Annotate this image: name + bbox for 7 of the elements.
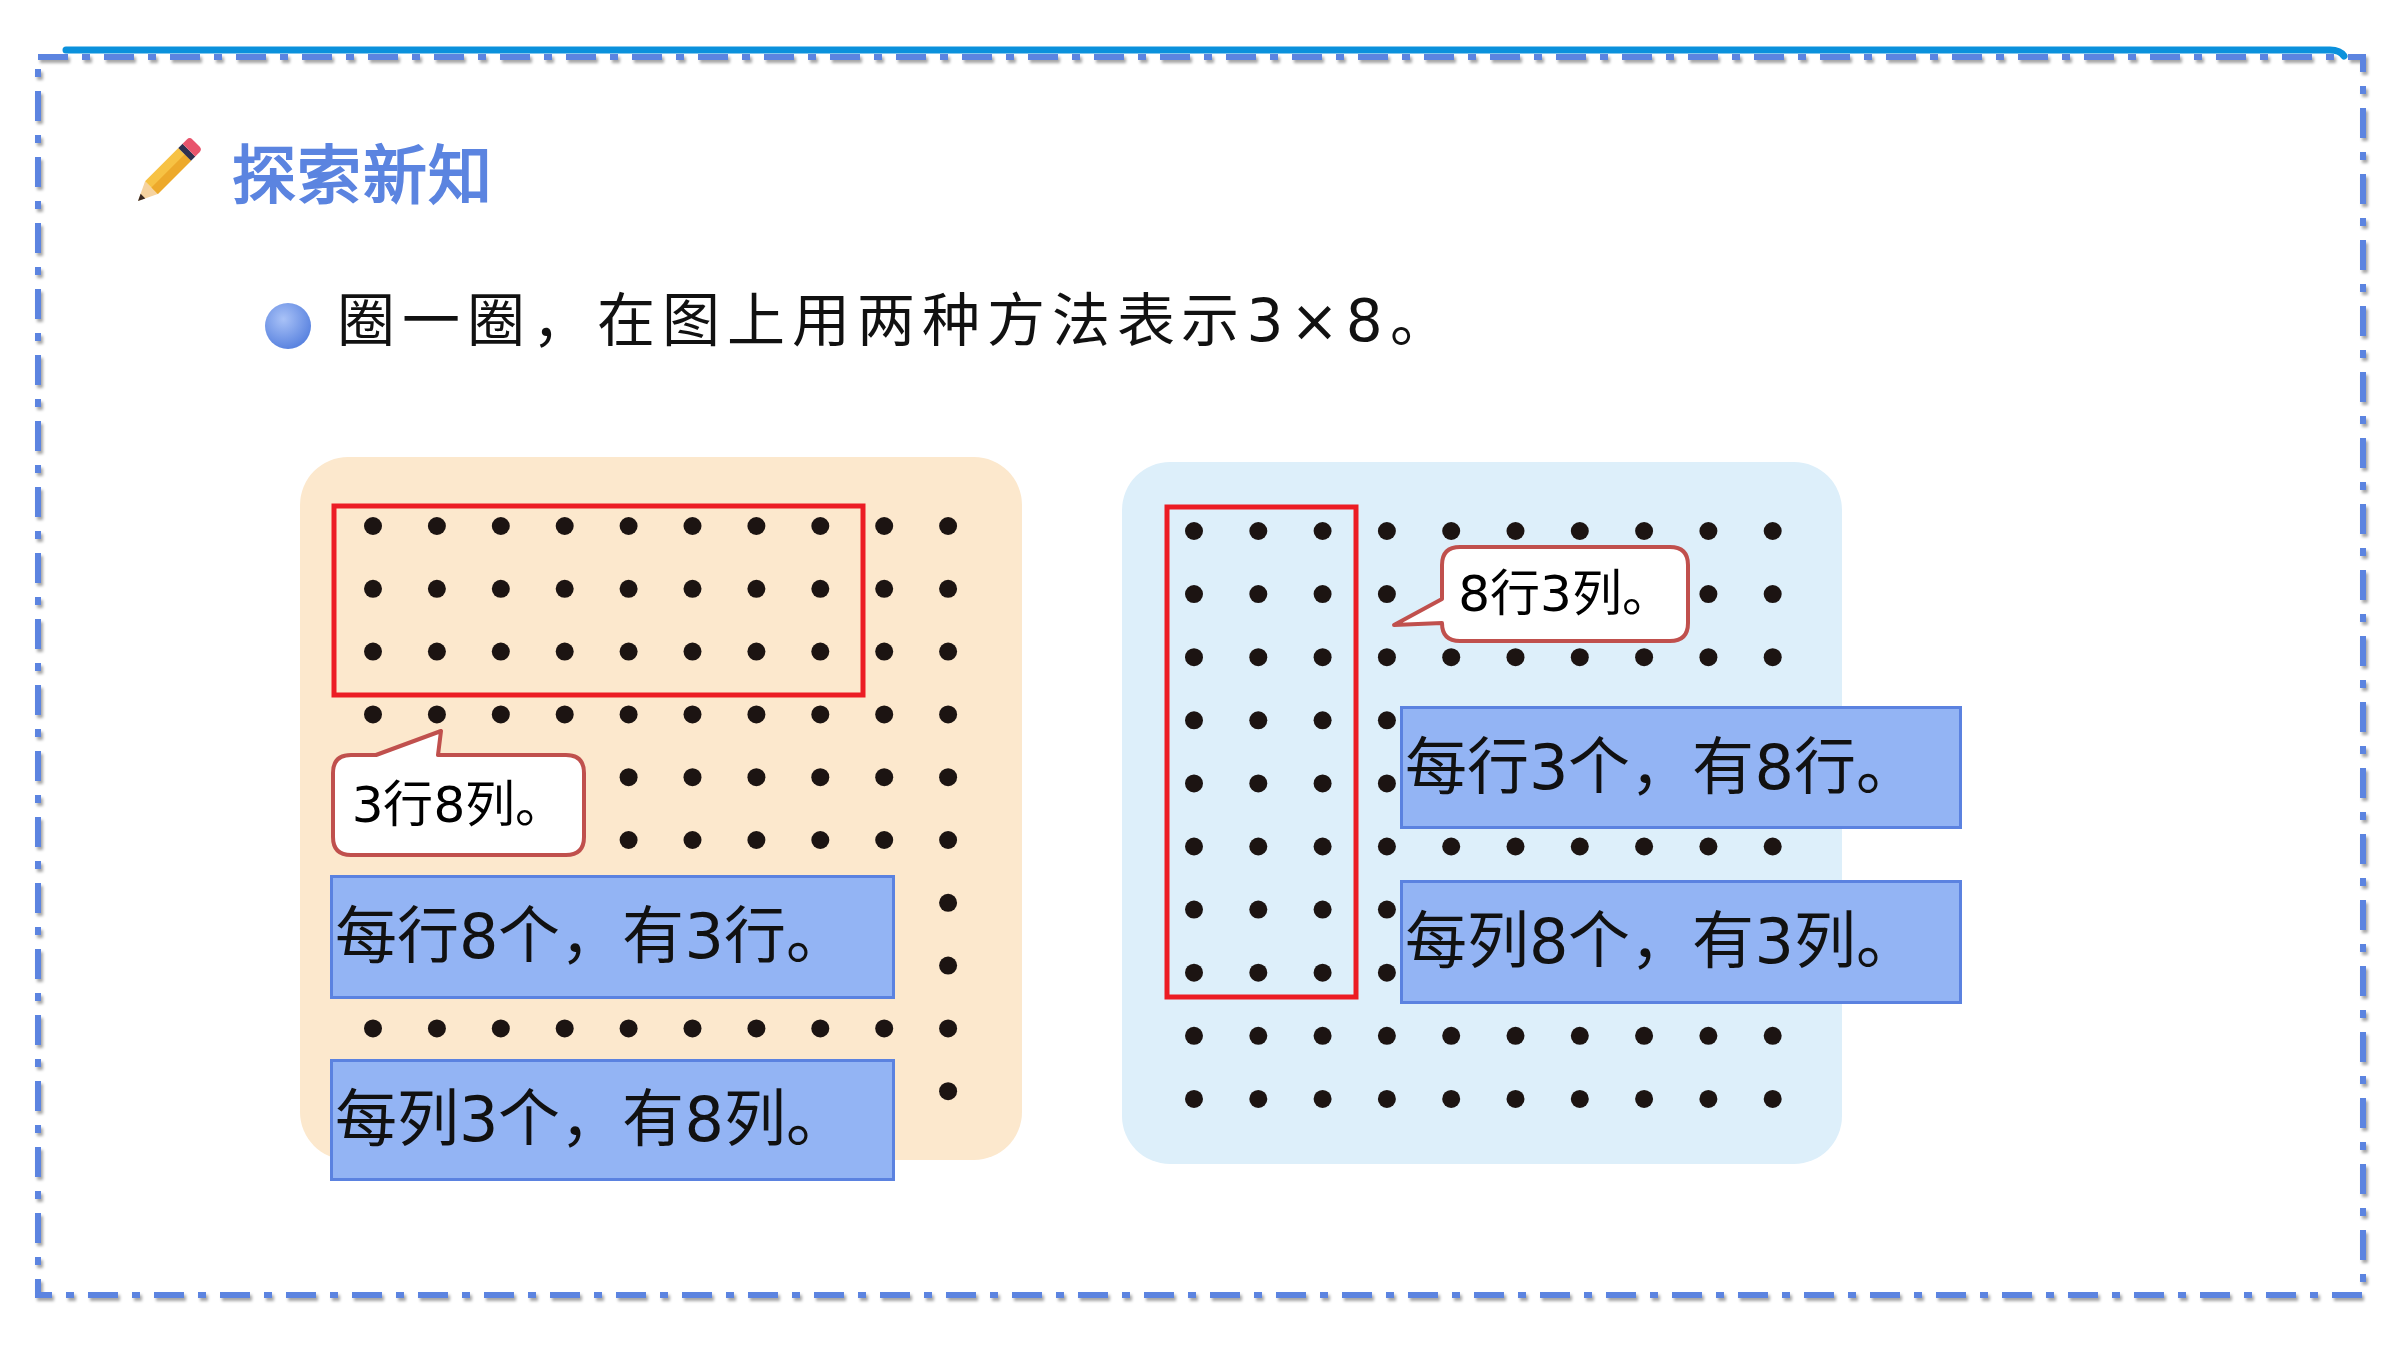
instruction-text: 圈一圈，在图上用两种方法表示3×8。 xyxy=(337,292,1455,350)
section-title: 探索新知 xyxy=(232,144,494,208)
statement-box: 每列8个，有3列。 xyxy=(1400,880,1962,1004)
speech-bubble: 3行8列。 xyxy=(331,729,586,857)
statement-box: 每行3个，有8行。 xyxy=(1400,706,1962,829)
statement-box: 每行8个，有3行。 xyxy=(330,875,895,999)
statement-box: 每列3个，有8列。 xyxy=(330,1059,895,1181)
